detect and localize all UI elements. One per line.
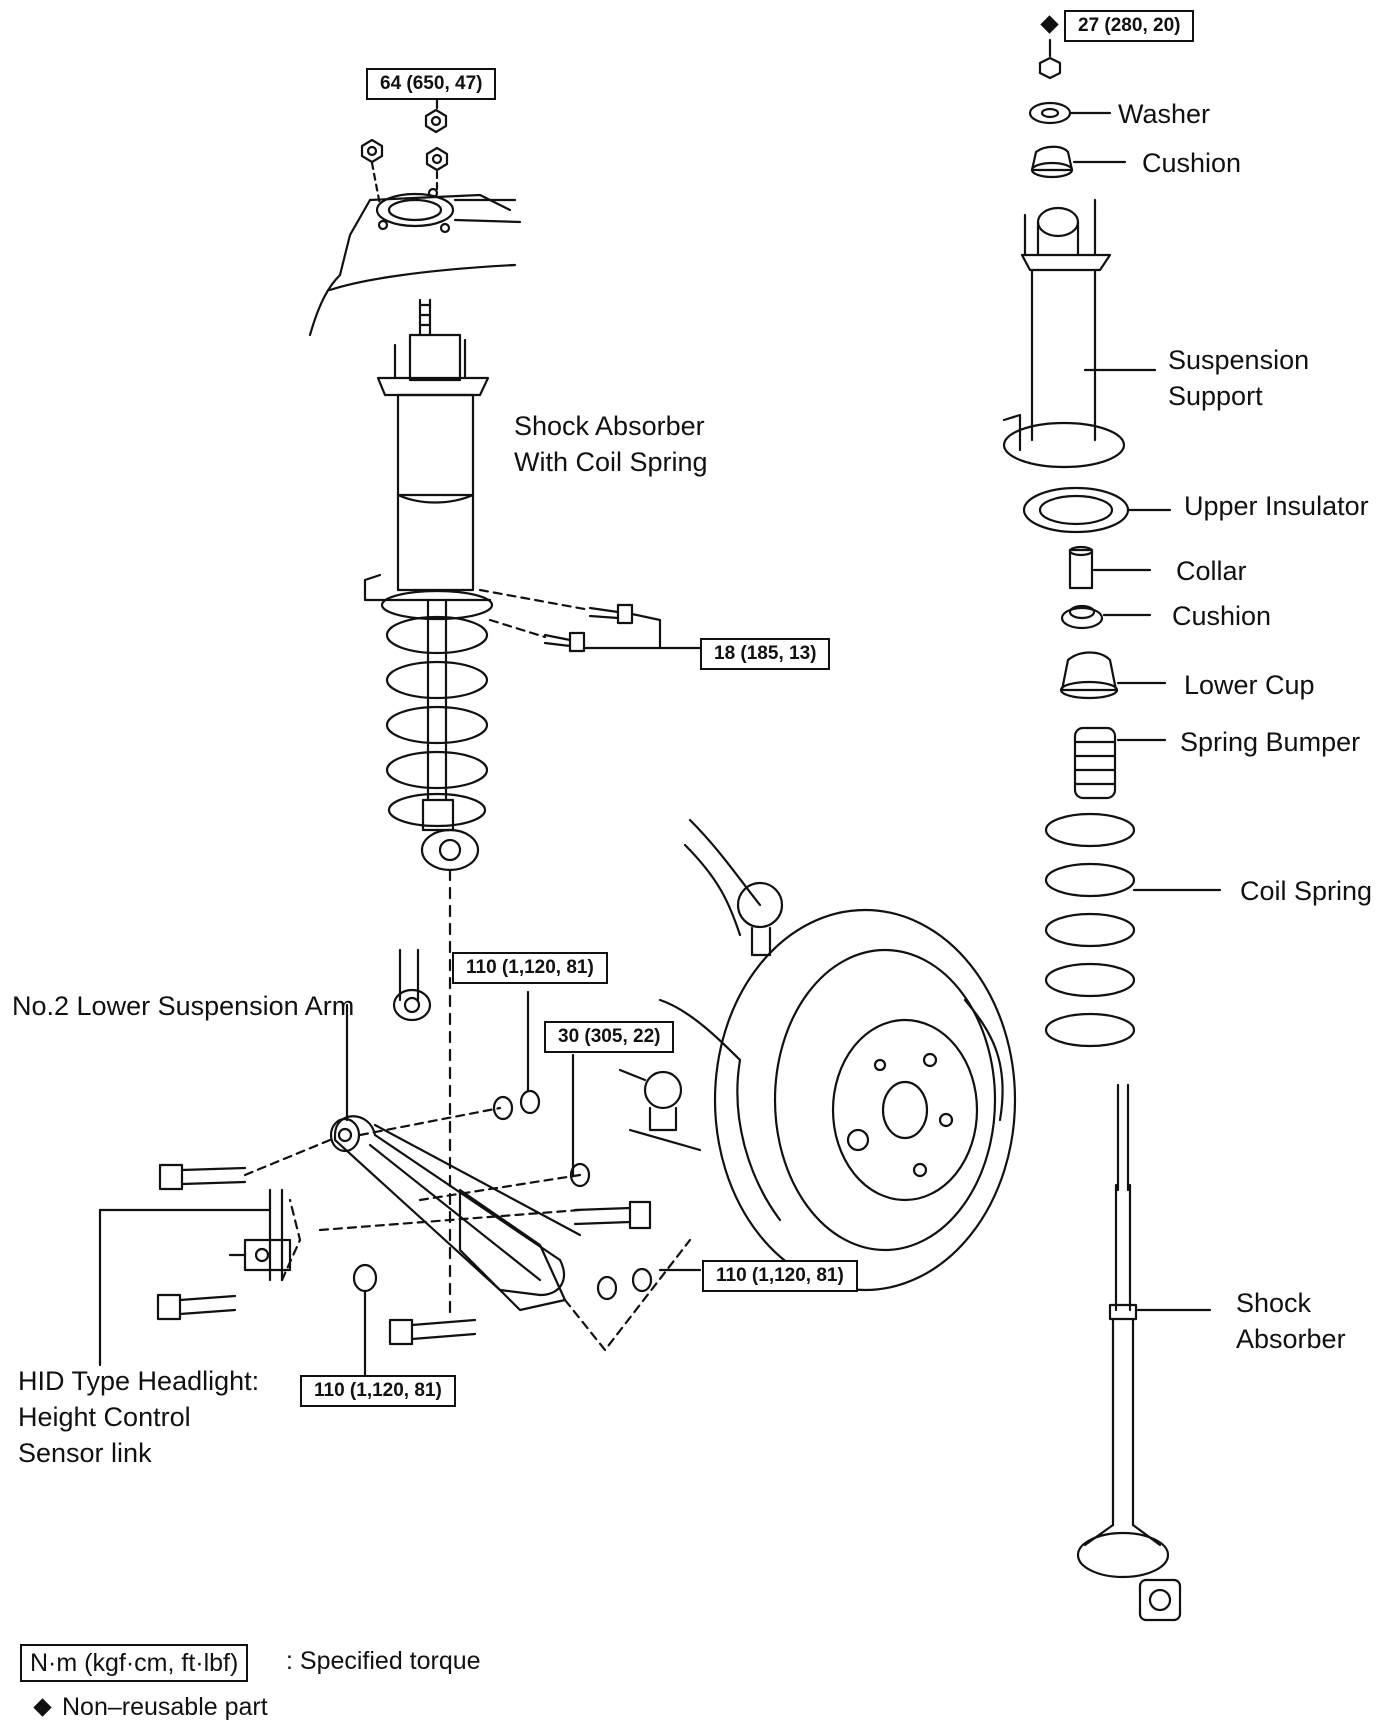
label-upper-insulator: Upper Insulator (1184, 491, 1369, 521)
label-cushion-top: Cushion (1142, 148, 1242, 178)
right-shock-absorber (1076, 1083, 1212, 1622)
torque-spec-top-left: 64 (650, 47) (366, 68, 497, 100)
label-coil-spring: Coil Spring (1240, 876, 1373, 906)
right-coil-spring (1044, 812, 1222, 1048)
label-shock-with-coil-spring: Shock Absorber With Coil Spring (514, 411, 708, 477)
no2-lower-suspension-arm (329, 948, 582, 1297)
torque-leaders (345, 990, 702, 1377)
label-hid-headlight-sensor-link: HID Type Headlight: Height Control Senso… (18, 1366, 260, 1468)
label-shock-absorber: Shock Absorber (1236, 1288, 1346, 1354)
brake-disc-and-knuckle (618, 818, 1017, 1292)
torque-spec-arm-right: 110 (1,120, 81) (702, 1260, 858, 1292)
legend-torque-unit-box: N·m (kgf·cm, ft·lbf) (20, 1644, 249, 1682)
top-mount-nuts (360, 96, 449, 207)
shock-bracket-bolts (478, 588, 702, 653)
label-collar: Collar (1176, 556, 1247, 586)
right-cushion-top (1030, 145, 1127, 179)
upper-body-mount (308, 187, 522, 337)
shock-with-coil-spring (363, 298, 494, 1322)
label-cushion-mid: Cushion (1172, 601, 1272, 631)
torque-spec-arm-mid: 30 (305, 22) (544, 1021, 675, 1053)
right-lower-cup (1059, 651, 1167, 700)
right-collar (1068, 545, 1152, 590)
legend-nonreusable-text: Non–reusable part (62, 1693, 268, 1721)
label-suspension-support: Suspension Support (1168, 345, 1310, 411)
torque-spec-shock-bolts: 18 (185, 13) (700, 638, 831, 670)
height-control-sensor-link (98, 1188, 302, 1367)
lower-arm-bolts (156, 1089, 692, 1352)
right-washer (1028, 101, 1112, 125)
right-suspension-support (1002, 198, 1157, 469)
label-lower-cup: Lower Cup (1184, 670, 1315, 700)
label-no2-lower-suspension-arm: No.2 Lower Suspension Arm (12, 991, 355, 1021)
second-lower-arm (458, 1188, 567, 1312)
right-upper-insulator (1022, 486, 1172, 534)
label-washer: Washer (1118, 99, 1211, 129)
right-cushion-mid (1060, 604, 1152, 630)
right-spring-bumper (1073, 726, 1167, 800)
right-nut (1038, 38, 1062, 80)
torque-spec-arm-bottom: 110 (1,120, 81) (300, 1375, 456, 1407)
legend-torque-unit-desc: : Specified torque (286, 1647, 481, 1675)
torque-spec-arm-upper: 110 (1,120, 81) (452, 952, 608, 984)
torque-spec-top-right: 27 (280, 20) (1064, 10, 1195, 42)
label-spring-bumper: Spring Bumper (1180, 727, 1361, 757)
